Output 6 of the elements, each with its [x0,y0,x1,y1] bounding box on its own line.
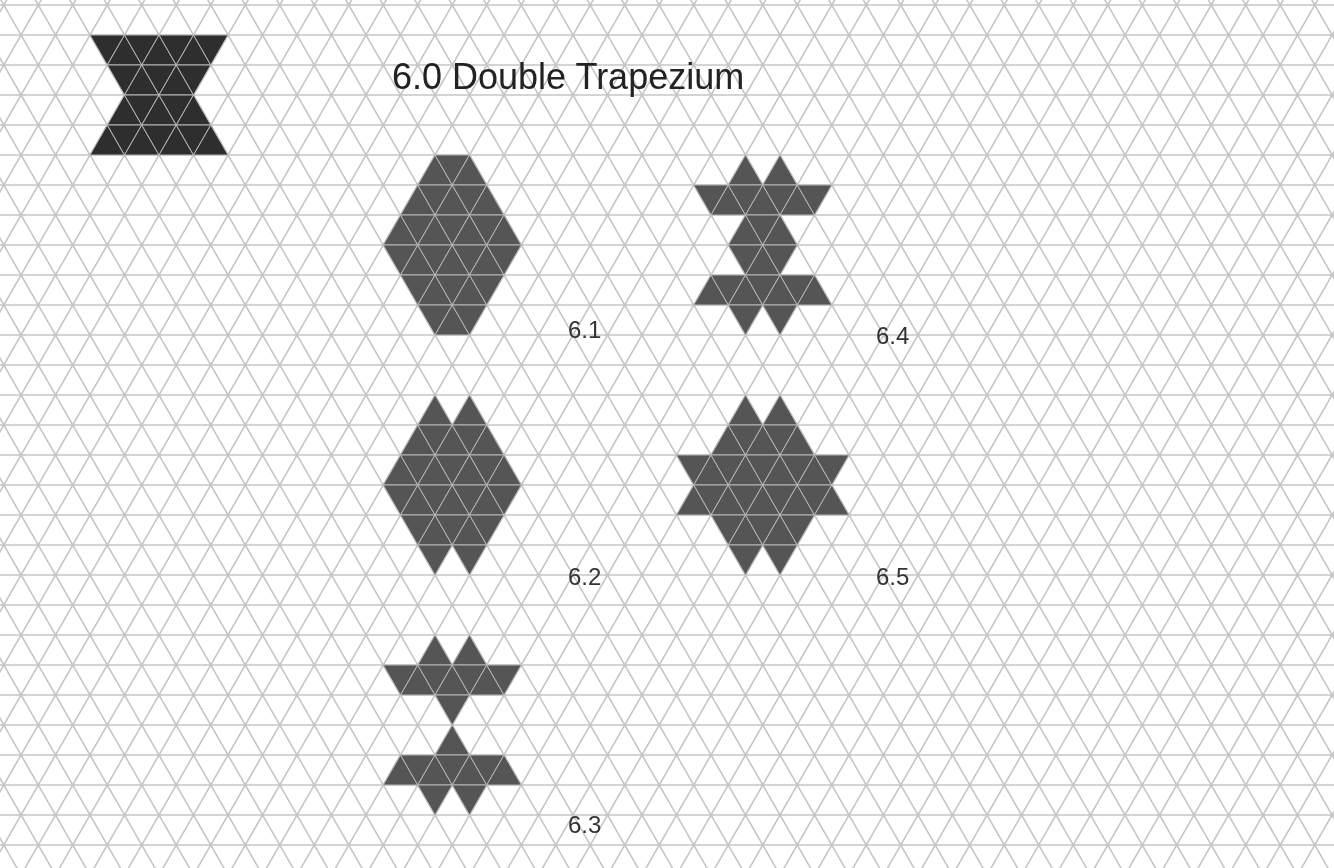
figure-number: 6.5 [876,563,910,591]
figure-number: 6.2 [568,563,602,591]
figure-number: 6.4 [876,322,910,350]
figure-number: 6.1 [568,316,602,344]
figure-number: 6.3 [568,811,602,839]
title: 6.0 Double Trapezium [392,56,745,98]
